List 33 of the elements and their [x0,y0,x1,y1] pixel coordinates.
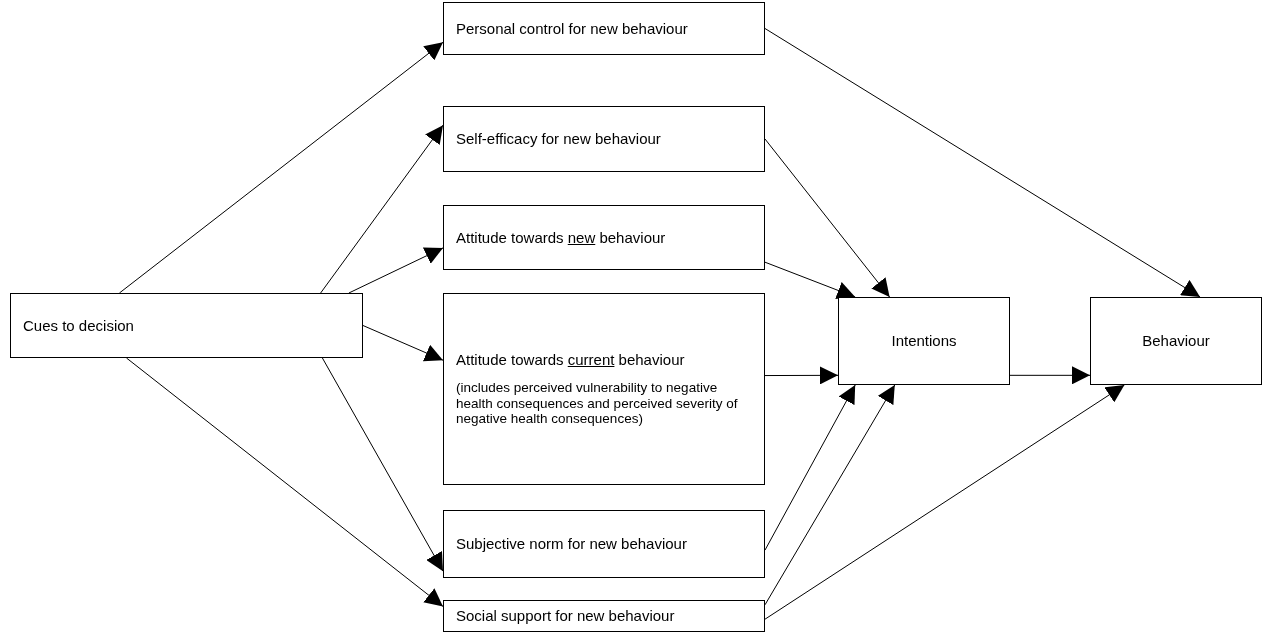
box-label: Subjective norm for new behaviour [456,535,688,553]
process-box [443,293,765,485]
arrow [764,384,856,551]
arrow [764,384,896,606]
box-label: Self-efficacy for new behaviour [456,130,662,148]
process-box [443,205,765,270]
arrow [764,366,839,385]
box-label: Attitude towards new behaviour [456,228,667,247]
process-box [838,297,1010,385]
arrow [764,261,856,299]
process-box [443,106,765,172]
process-box [443,2,765,55]
box-label: Attitude towards current behaviour [456,351,686,369]
box-label: Social support for new behaviour [456,607,676,625]
arrow [321,357,444,572]
arrow [764,384,1125,620]
arrow [362,325,444,362]
arrow [764,138,891,298]
arrow [764,28,1201,298]
process-box [10,293,363,358]
process-box [1090,297,1262,385]
box-label: Cues to decision [23,316,135,335]
arrow [320,124,444,294]
arrow [126,357,444,607]
arrow [348,247,444,294]
box-label: Personal control for new behaviour [456,19,689,38]
arrow [118,41,444,294]
arrow [1009,366,1091,385]
box-note: (includes perceived vulnerability to negative health consequences and perceived severity of negative health consequences) [456,380,739,427]
process-box [443,600,765,632]
box-label: Intentions [891,332,957,350]
box-label: Behaviour [1142,332,1210,350]
process-box [443,510,765,578]
